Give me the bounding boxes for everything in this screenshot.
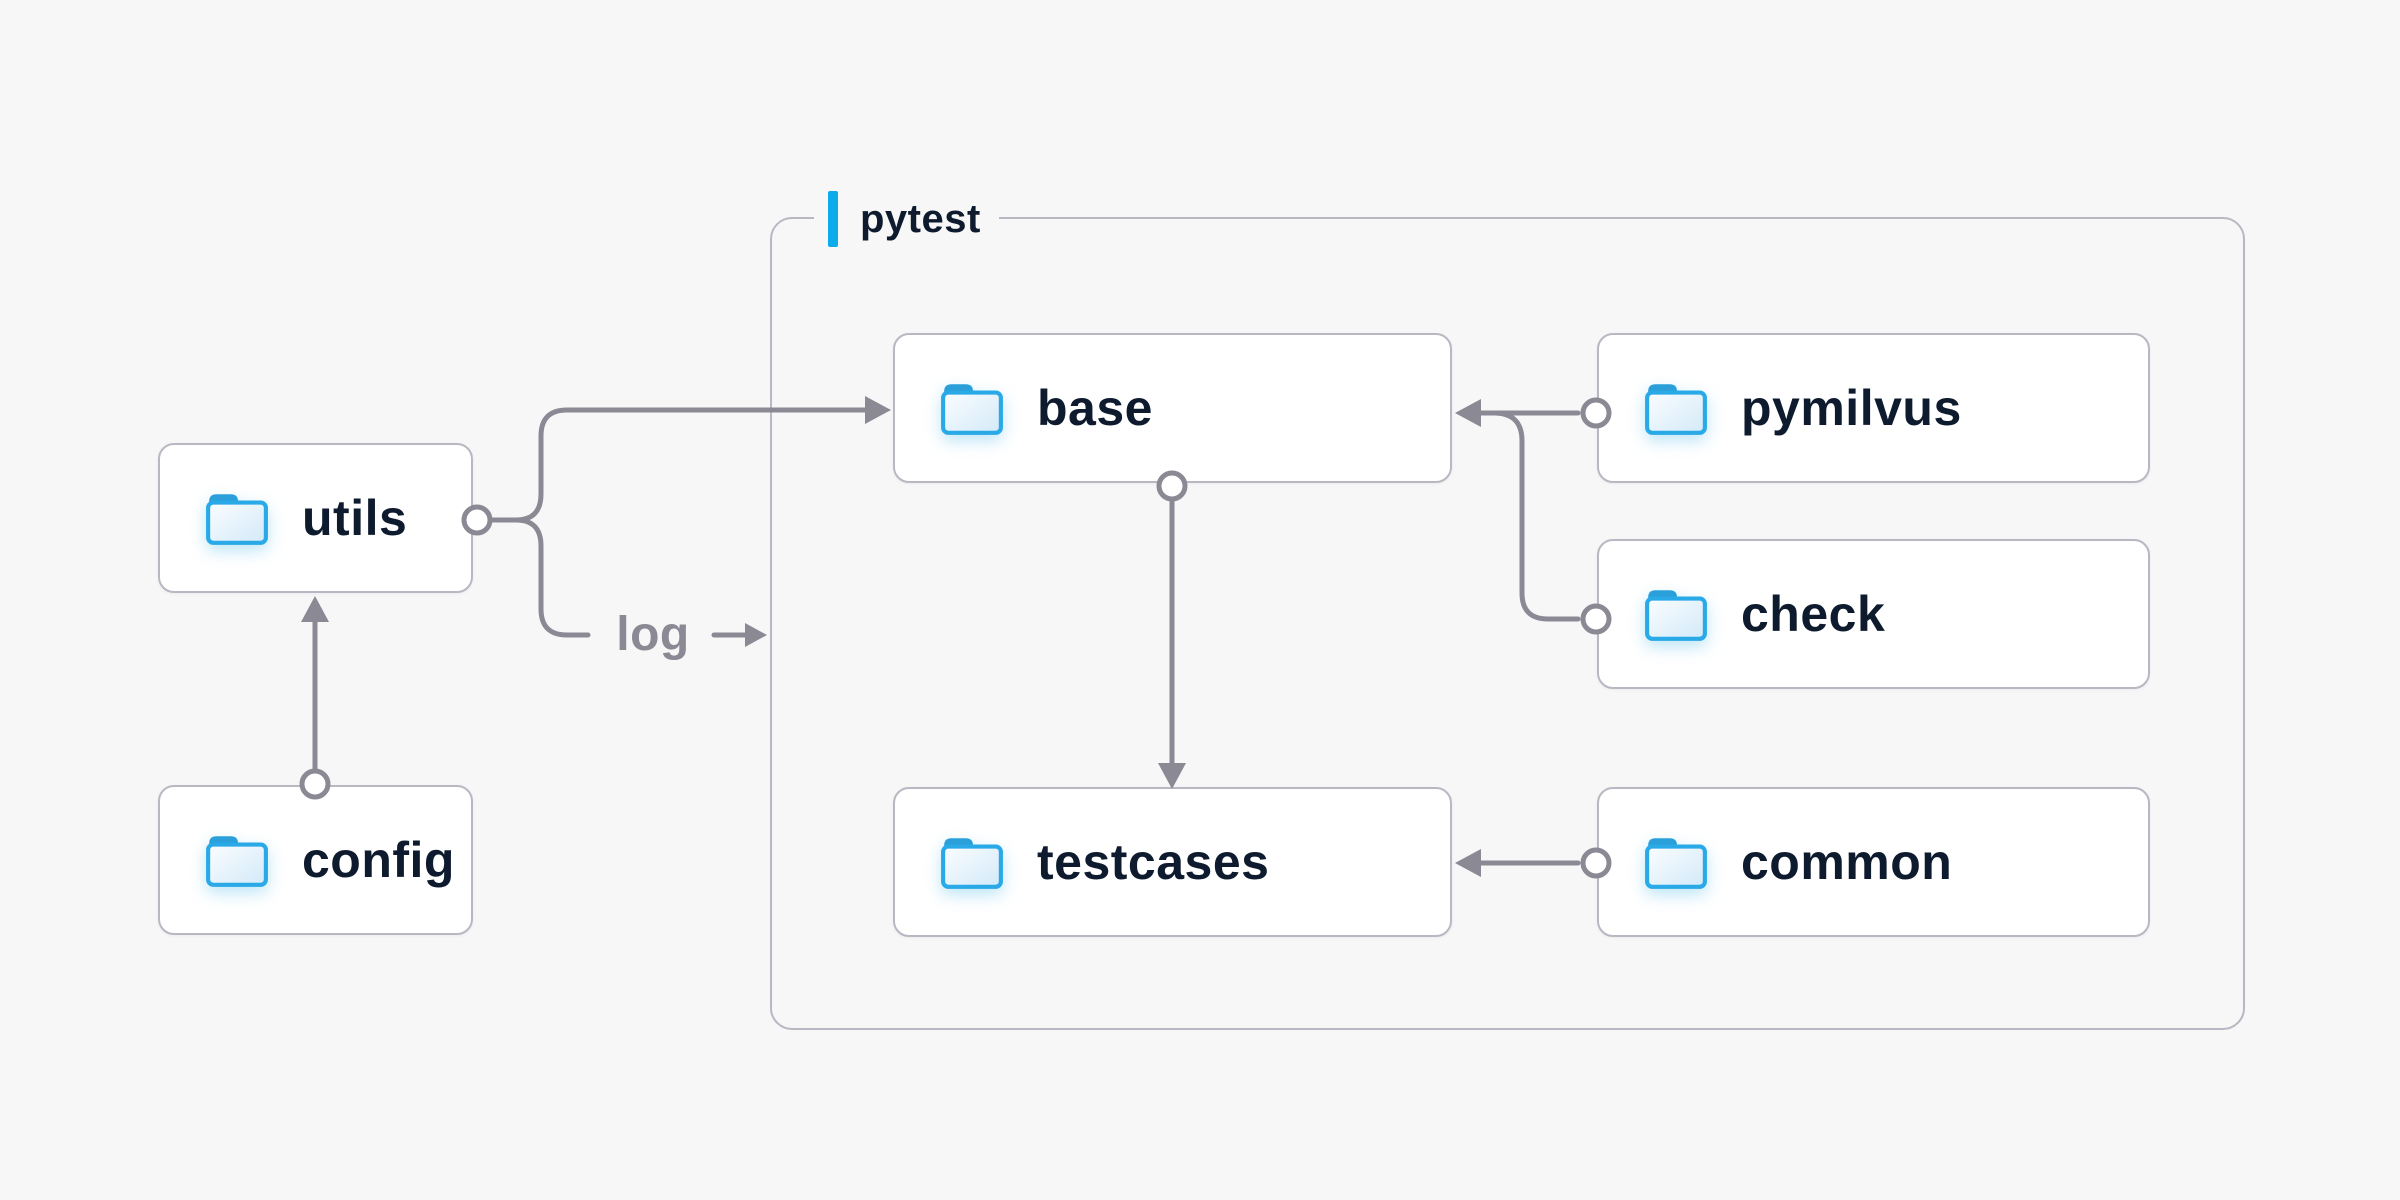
node-config-label: config: [302, 832, 455, 888]
node-utils-label: utils: [302, 490, 408, 546]
pytest-container: pytest: [770, 189, 2245, 1030]
node-check: check: [1597, 539, 2150, 689]
arrowhead-log: [745, 623, 767, 647]
arrowhead-into-utils-bottom: [301, 596, 329, 622]
edge-log-label: log: [616, 608, 690, 661]
pytest-container-label: pytest: [814, 189, 999, 249]
node-pymilvus: pymilvus: [1597, 333, 2150, 483]
pytest-container-title: pytest: [860, 196, 981, 241]
folder-icon: [939, 833, 1005, 891]
node-check-label: check: [1741, 586, 1886, 642]
node-testcases: testcases: [893, 787, 1452, 937]
node-base: base: [893, 333, 1452, 483]
node-testcases-label: testcases: [1037, 834, 1270, 890]
folder-icon: [204, 489, 270, 547]
edge-utils-to-log: [513, 517, 591, 638]
folder-icon: [1643, 833, 1709, 891]
folder-icon: [939, 379, 1005, 437]
node-base-label: base: [1037, 380, 1153, 436]
node-config: config: [158, 785, 473, 935]
folder-icon: [1643, 379, 1709, 437]
node-pymilvus-label: pymilvus: [1741, 380, 1962, 436]
folder-icon: [204, 831, 270, 889]
folder-icon: [1643, 585, 1709, 643]
node-utils: utils: [158, 443, 473, 593]
accent-bar: [828, 191, 838, 247]
node-common: common: [1597, 787, 2150, 937]
node-common-label: common: [1741, 834, 1953, 890]
